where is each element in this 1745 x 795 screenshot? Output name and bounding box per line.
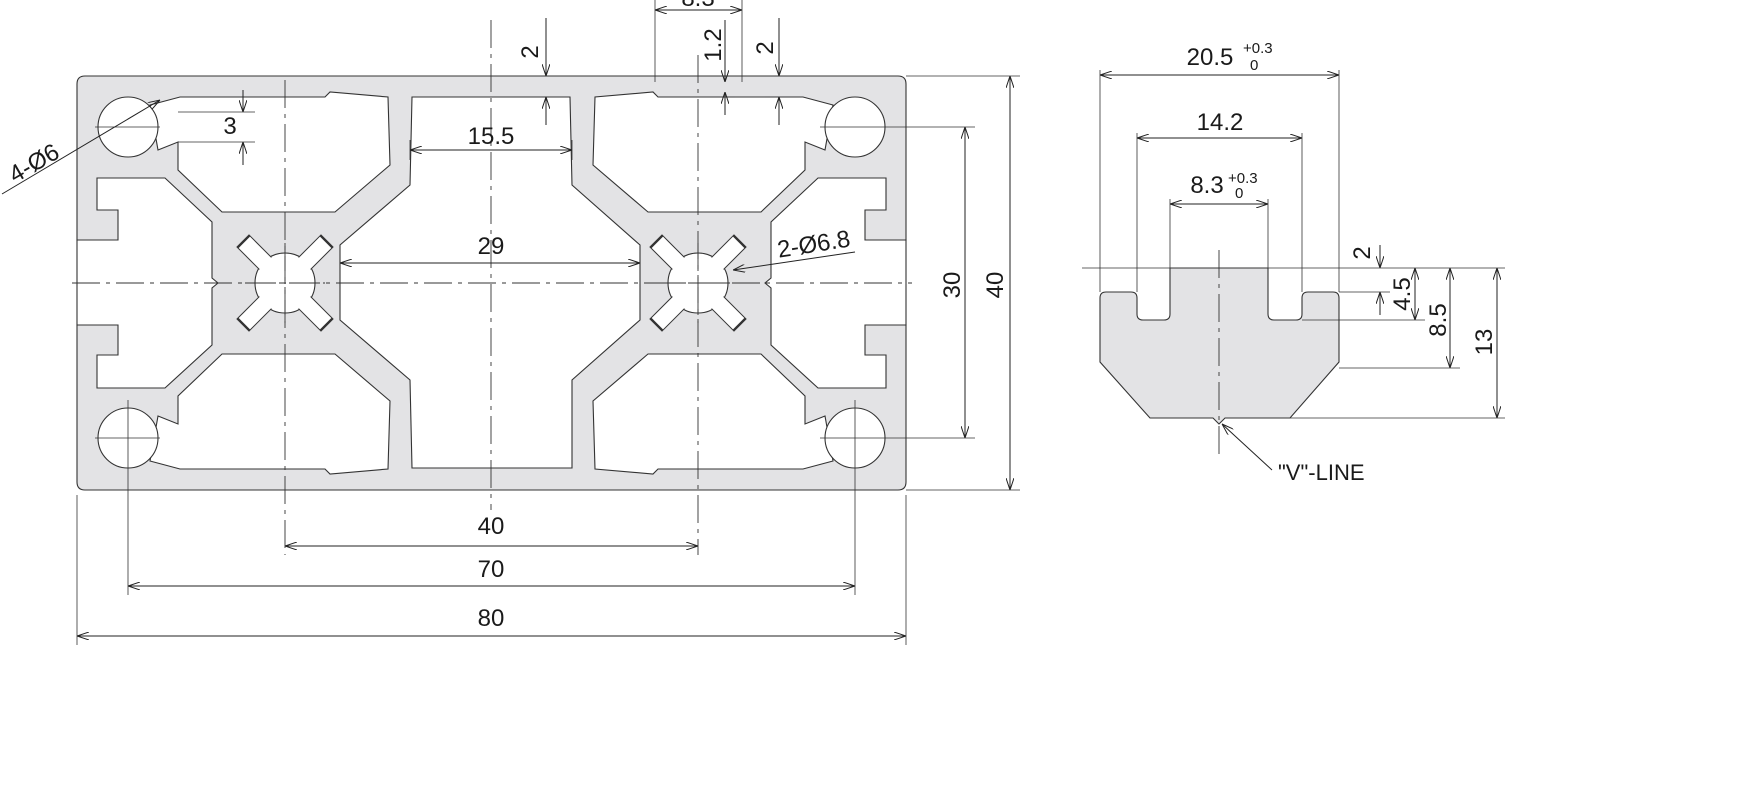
chamber-cavity [149, 91, 391, 213]
dim-lip-thickness: 3 [223, 113, 236, 140]
chamber-cavity [149, 353, 391, 475]
slot-section-view [1082, 70, 1505, 458]
dim-top-slot-width: 8.3 [681, 0, 714, 12]
center-chamber-cavity [339, 96, 641, 469]
v-line-label: "V"-LINE [1278, 460, 1365, 485]
dim-height: 40 [982, 272, 1009, 299]
dim-slot-depth-1: 4.5 [1389, 277, 1416, 310]
dim-opening-width: 8.3 [1190, 172, 1223, 199]
section-dimension-labels: 20.5 +0.3 0 14.2 8.3 +0.3 0 2 4.5 8.5 13… [1187, 40, 1498, 485]
chamber-cavity [592, 91, 834, 213]
dim-inner-width: 15.5 [468, 123, 515, 150]
dim-center-pitch: 40 [478, 513, 505, 540]
dim-outer-width: 20.5 [1187, 44, 1234, 71]
slot-section-outline [1099, 267, 1340, 425]
dim-top-wall-left: 2 [517, 45, 544, 58]
dim-top-wall-right: 2 [752, 41, 779, 54]
dim-outer-width-tol-lower: 0 [1250, 57, 1258, 74]
dim-opening-width-tol-upper: +0.3 [1228, 170, 1258, 187]
dim-opening-width-tol-lower: 0 [1235, 185, 1243, 202]
dim-corner-holes: 4-Ø6 [4, 138, 64, 188]
dim-hole-pitch-horizontal: 70 [478, 556, 505, 583]
side-slot-cavity [76, 177, 219, 389]
dim-groove-depth: 1.2 [700, 28, 727, 61]
dim-web-span: 29 [478, 233, 505, 260]
front-dimensions [1, 10, 1010, 636]
dim-section-inner-width: 14.2 [1197, 109, 1244, 136]
dim-slot-depth-2: 8.5 [1425, 303, 1452, 336]
dim-slot-depth-total: 13 [1471, 329, 1498, 356]
profile-cavities [76, 91, 907, 475]
profile-front-view [76, 75, 907, 491]
dim-width: 80 [478, 605, 505, 632]
section-dimensions [1100, 75, 1497, 471]
dim-outer-width-tol-upper: +0.3 [1243, 40, 1273, 57]
dim-hole-pitch-vertical: 30 [939, 272, 966, 299]
dim-lip-depth: 2 [1349, 246, 1376, 259]
chamber-cavity [592, 353, 834, 475]
